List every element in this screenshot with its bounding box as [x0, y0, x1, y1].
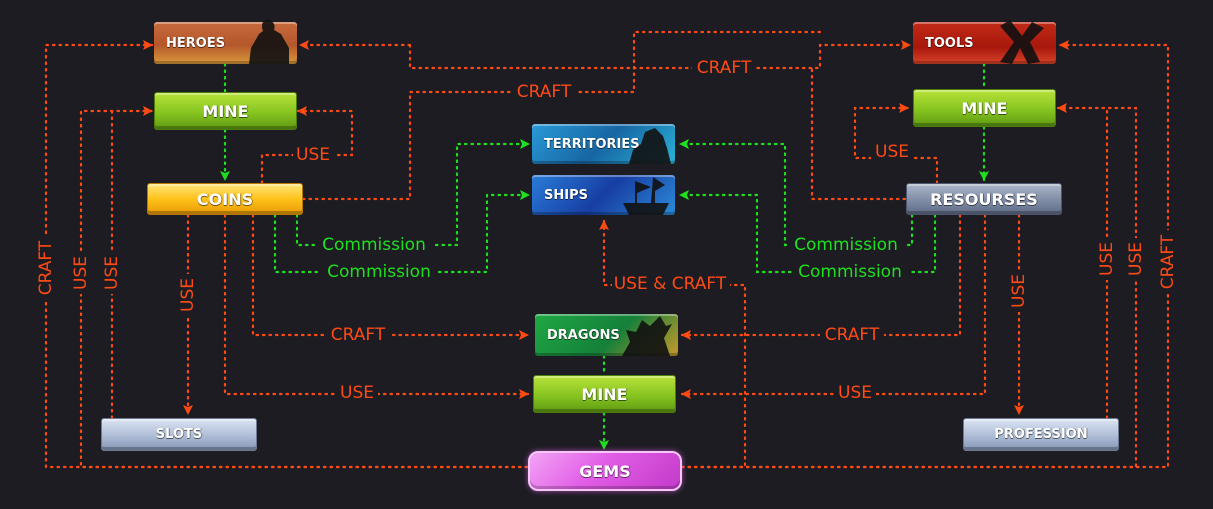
label-use-and-craft: USE & CRAFT — [614, 274, 727, 294]
edge-resourses-dragons-craft — [680, 213, 962, 340]
label-commission-left-1: Commission — [322, 235, 426, 255]
node-mine-left: MINE — [154, 92, 297, 130]
edge-labels: CRAFT CRAFT USE USE Commission Commissio… — [36, 58, 1178, 404]
label-craft-dragons-right: CRAFT — [825, 325, 880, 345]
ship-silhouette-icon — [623, 177, 669, 215]
label-use-mine-left: USE — [340, 383, 374, 403]
label-use-slots: USE — [178, 278, 198, 312]
tools-silhouette-icon — [1000, 20, 1044, 64]
edge-resourses-territories-commission — [678, 139, 914, 247]
territory-silhouette-icon — [629, 128, 671, 164]
node-resourses-label: RESOURSES — [930, 189, 1038, 209]
label-craft-top-right: CRAFT — [697, 58, 752, 78]
node-tools: TOOLS — [913, 20, 1056, 64]
node-dragons: DRAGONS — [535, 314, 678, 356]
node-ships: SHIPS — [532, 175, 675, 215]
label-use-profession: USE — [1009, 274, 1029, 308]
label-craft-dragons-left: CRAFT — [331, 325, 386, 345]
node-gems-label: GEMS — [579, 461, 631, 481]
edge-coins-mine-use-loop — [260, 106, 354, 185]
node-mine-right-label: MINE — [961, 98, 1008, 118]
node-heroes: HEROES — [154, 20, 297, 64]
node-mine-right: MINE — [913, 89, 1056, 127]
label-use-far-right-1: USE — [1126, 242, 1146, 276]
edge-coins-ships-commission — [273, 190, 531, 274]
label-craft-far-right: CRAFT — [1158, 234, 1178, 289]
node-heroes-label: HEROES — [166, 35, 226, 51]
edge-resourses-mine-center-use — [680, 213, 987, 399]
label-commission-right-2: Commission — [798, 262, 902, 282]
edge-gems-mine-right-use — [680, 103, 1138, 469]
node-dragons-label: DRAGONS — [547, 327, 620, 343]
edge-coins-territories-commission — [295, 139, 531, 247]
node-mine-center-label: MINE — [581, 384, 628, 404]
node-ships-label: SHIPS — [544, 187, 588, 203]
green-edges — [220, 62, 989, 451]
edge-resourses-mine-use-loop — [853, 103, 939, 185]
node-mine-center: MINE — [533, 375, 676, 413]
label-commission-left-2: Commission — [327, 262, 431, 282]
edge-coins-mine-center-use — [223, 213, 530, 399]
node-coins: COINS — [147, 183, 303, 215]
label-use-mine-right: USE — [838, 383, 872, 403]
label-use-left-loop: USE — [296, 145, 330, 165]
node-coins-label: COINS — [196, 189, 254, 209]
node-slots: SLOTS — [101, 418, 257, 451]
dragon-silhouette-icon — [622, 316, 672, 356]
node-resourses: RESOURSES — [906, 183, 1062, 215]
label-use-far-left-1: USE — [71, 256, 91, 290]
hero-silhouette-icon — [249, 20, 289, 64]
node-slots-label: SLOTS — [155, 427, 203, 442]
label-craft-top-left: CRAFT — [517, 82, 572, 102]
node-tools-label: TOOLS — [925, 35, 974, 51]
edge-coins-dragons-craft — [251, 213, 530, 340]
node-territories-label: TERRITORIES — [544, 136, 640, 152]
label-commission-right-1: Commission — [794, 235, 898, 255]
edge-resourses-heroes-craft — [810, 66, 907, 201]
edge-heroes-tools-craft — [408, 40, 912, 70]
node-profession-label: PROFESSION — [994, 427, 1088, 442]
label-craft-far-left: CRAFT — [36, 240, 56, 295]
label-use-far-right-2: USE — [1097, 242, 1117, 276]
node-mine-left-label: MINE — [202, 101, 249, 121]
label-use-right-loop: USE — [875, 142, 909, 162]
node-gems: GEMS — [528, 451, 682, 491]
node-profession: PROFESSION — [963, 418, 1119, 451]
edge-resourses-ships-commission — [678, 190, 937, 274]
node-territories: TERRITORIES — [532, 124, 675, 164]
label-use-far-left-2: USE — [102, 256, 122, 290]
